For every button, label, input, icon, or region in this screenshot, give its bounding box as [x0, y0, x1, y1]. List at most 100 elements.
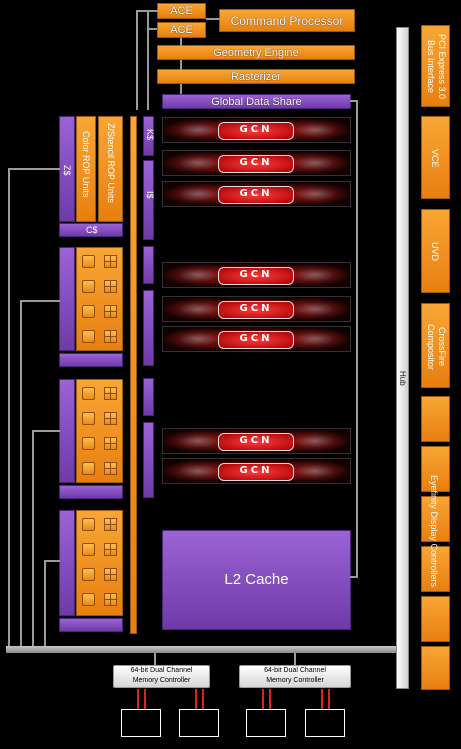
- c-cache-strip: [59, 353, 123, 367]
- gcn-label: GCN: [239, 269, 273, 280]
- dram-chip: [179, 709, 219, 737]
- gcn-label: GCN: [239, 188, 273, 199]
- dram-chip: [246, 709, 286, 737]
- uvd-label: UVD: [430, 242, 440, 262]
- c-cache-strip: C$: [59, 223, 123, 237]
- hub-bar: Hub: [396, 27, 409, 689]
- eyefinity-segment: [421, 546, 450, 592]
- k-cache-strip: [143, 378, 154, 416]
- crossfire-label: CrossFire Compositor: [426, 323, 447, 370]
- memory-arrow-icon: [321, 689, 323, 709]
- connector-line: [350, 100, 358, 102]
- command-processor-block: Command Processor: [219, 9, 355, 32]
- i-cache-strip: [143, 422, 154, 498]
- rop-square-icon: [82, 568, 95, 581]
- z-stencil-rop-unit: Z/Stencil ROP Units: [98, 116, 123, 222]
- memory-controller-line1: 64-bit Dual Channel: [130, 667, 193, 674]
- eyefinity-segment: [421, 646, 450, 690]
- hub-label: Hub: [398, 371, 407, 386]
- global-data-share-label: Global Data Share: [211, 96, 302, 108]
- c-cache-strip: [59, 485, 123, 499]
- k-cache-strip: K$: [143, 116, 155, 156]
- ace-label: ACE: [170, 24, 193, 36]
- connector-line: [44, 560, 46, 648]
- rop-unit: [76, 379, 123, 483]
- i-cache-strip: I$: [143, 160, 155, 240]
- dram-chip: [121, 709, 161, 737]
- connector-line: [136, 10, 138, 110]
- connector-line: [154, 653, 156, 665]
- rop-square-icon: [82, 437, 95, 450]
- rop-unit: [76, 510, 123, 616]
- gcn-compute-unit: GCN: [162, 296, 351, 322]
- rop-square-icon: [82, 518, 95, 531]
- gcn-label: GCN: [239, 435, 273, 446]
- c-cache-label: C$: [86, 225, 98, 235]
- connector-line: [8, 168, 60, 170]
- connector-line: [32, 430, 60, 432]
- rop-grid-icon: [104, 330, 117, 343]
- connector-line: [8, 168, 10, 648]
- rop-grid-icon: [104, 437, 117, 450]
- connector-line: [180, 84, 182, 94]
- gcn-compute-unit: GCN: [162, 326, 351, 352]
- connector-line: [180, 60, 182, 70]
- l2-cache-block: L2 Cache: [162, 530, 351, 630]
- connector-line: [356, 100, 358, 578]
- rop-square-icon: [82, 387, 95, 400]
- memory-controller-line1: 64-bit Dual Channel: [264, 667, 326, 674]
- rop-unit: [76, 247, 123, 351]
- color-rop-label: Color ROP Units: [81, 131, 91, 198]
- z-cache-label: Z$: [62, 165, 72, 176]
- gcn-label: GCN: [239, 124, 273, 135]
- connector-line: [20, 300, 60, 302]
- vce-block: VCE: [421, 116, 450, 199]
- connector-line: [294, 653, 296, 665]
- rasterizer-label: Rasterizer: [230, 71, 282, 83]
- connector-line: [206, 18, 220, 20]
- pci-express-label: PCI Express 3.0 Bus Interface: [426, 34, 447, 100]
- rop-square-icon: [82, 305, 95, 318]
- i-cache-label: I$: [145, 191, 155, 199]
- rop-square-icon: [82, 330, 95, 343]
- rop-grid-icon: [104, 568, 117, 581]
- uvd-block: UVD: [421, 209, 450, 293]
- eyefinity-segment: [421, 396, 450, 442]
- connector-line: [44, 560, 60, 562]
- gcn-compute-unit: GCN: [162, 458, 351, 484]
- connector-line: [20, 300, 22, 648]
- rop-grid-icon: [104, 462, 117, 475]
- connector-line: [147, 28, 157, 30]
- i-cache-strip: [143, 290, 154, 366]
- rop-grid-icon: [104, 305, 117, 318]
- connector-line: [350, 576, 358, 578]
- eyefinity-segment: [421, 446, 450, 492]
- gcn-label: GCN: [239, 157, 273, 168]
- global-data-share-block: Global Data Share: [162, 94, 351, 109]
- z-stencil-rop-label: Z/Stencil ROP Units: [106, 123, 116, 203]
- ace-block-bottom: ACE: [157, 22, 206, 38]
- z-cache-strip: [59, 379, 75, 483]
- geometry-engine-block: Geometry Engine: [157, 45, 355, 60]
- rop-grid-icon: [104, 280, 117, 293]
- memory-controller-line2: Memory Controller: [266, 677, 324, 684]
- eyefinity-label: Eyefinity Display Controllers: [429, 474, 439, 588]
- connector-line: [147, 10, 149, 110]
- gcn-label: GCN: [239, 333, 273, 344]
- dram-chip: [305, 709, 345, 737]
- rop-grid-icon: [104, 518, 117, 531]
- ace-block-top: ACE: [157, 3, 206, 19]
- memory-arrow-icon: [137, 689, 139, 709]
- central-bus: [130, 116, 137, 634]
- rop-grid-icon: [104, 543, 117, 556]
- vce-label: VCE: [430, 149, 440, 168]
- rop-square-icon: [82, 462, 95, 475]
- connector-line: [32, 430, 34, 648]
- rop-square-icon: [82, 280, 95, 293]
- memory-arrow-icon: [328, 689, 330, 709]
- z-cache-strip: [59, 510, 75, 616]
- crossfire-block: CrossFire Compositor: [421, 303, 450, 388]
- connector-line: [180, 38, 182, 46]
- l2-cache-label: L2 Cache: [224, 571, 289, 588]
